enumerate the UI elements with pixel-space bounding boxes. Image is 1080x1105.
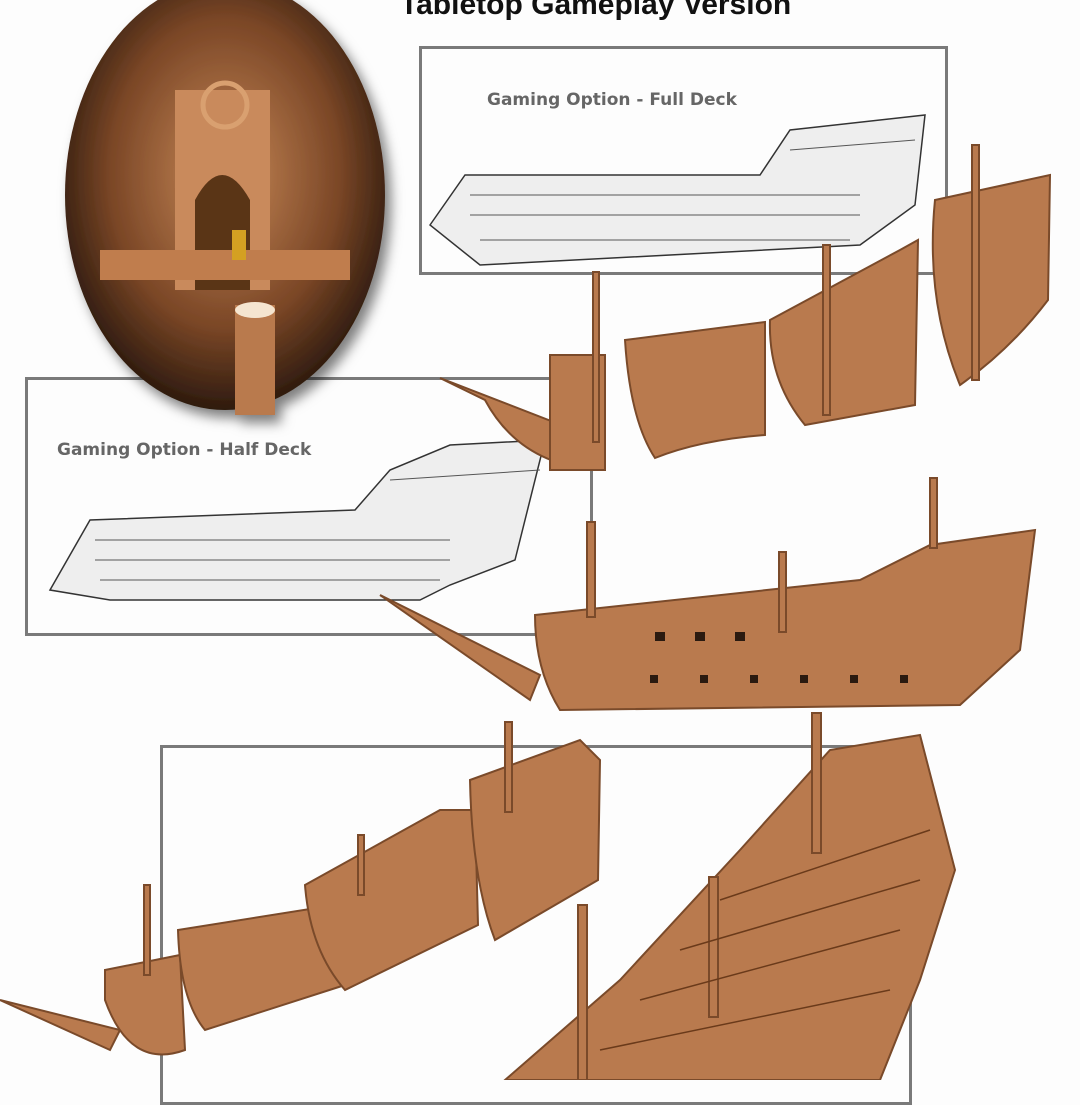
full-deck-panel [419,46,948,275]
full-deck-line-drawing [428,114,926,266]
ship-section-pieces [439,144,1052,472]
half-deck-panel [25,377,593,636]
ship-illustrations [0,0,1052,1080]
page-title: Tabletop Gameplay Version [400,0,792,21]
full-deck-label: Gaming Option - Full Deck [487,90,737,110]
stern-detail-oval-image [65,0,385,415]
assembled-ship-perspective [503,712,957,1080]
half-deck-label: Gaming Option - Half Deck [57,440,312,460]
exploded-ship-sections [0,721,602,1056]
half-deck-line-drawing [48,439,546,601]
full-ship-side-view [379,477,1037,712]
